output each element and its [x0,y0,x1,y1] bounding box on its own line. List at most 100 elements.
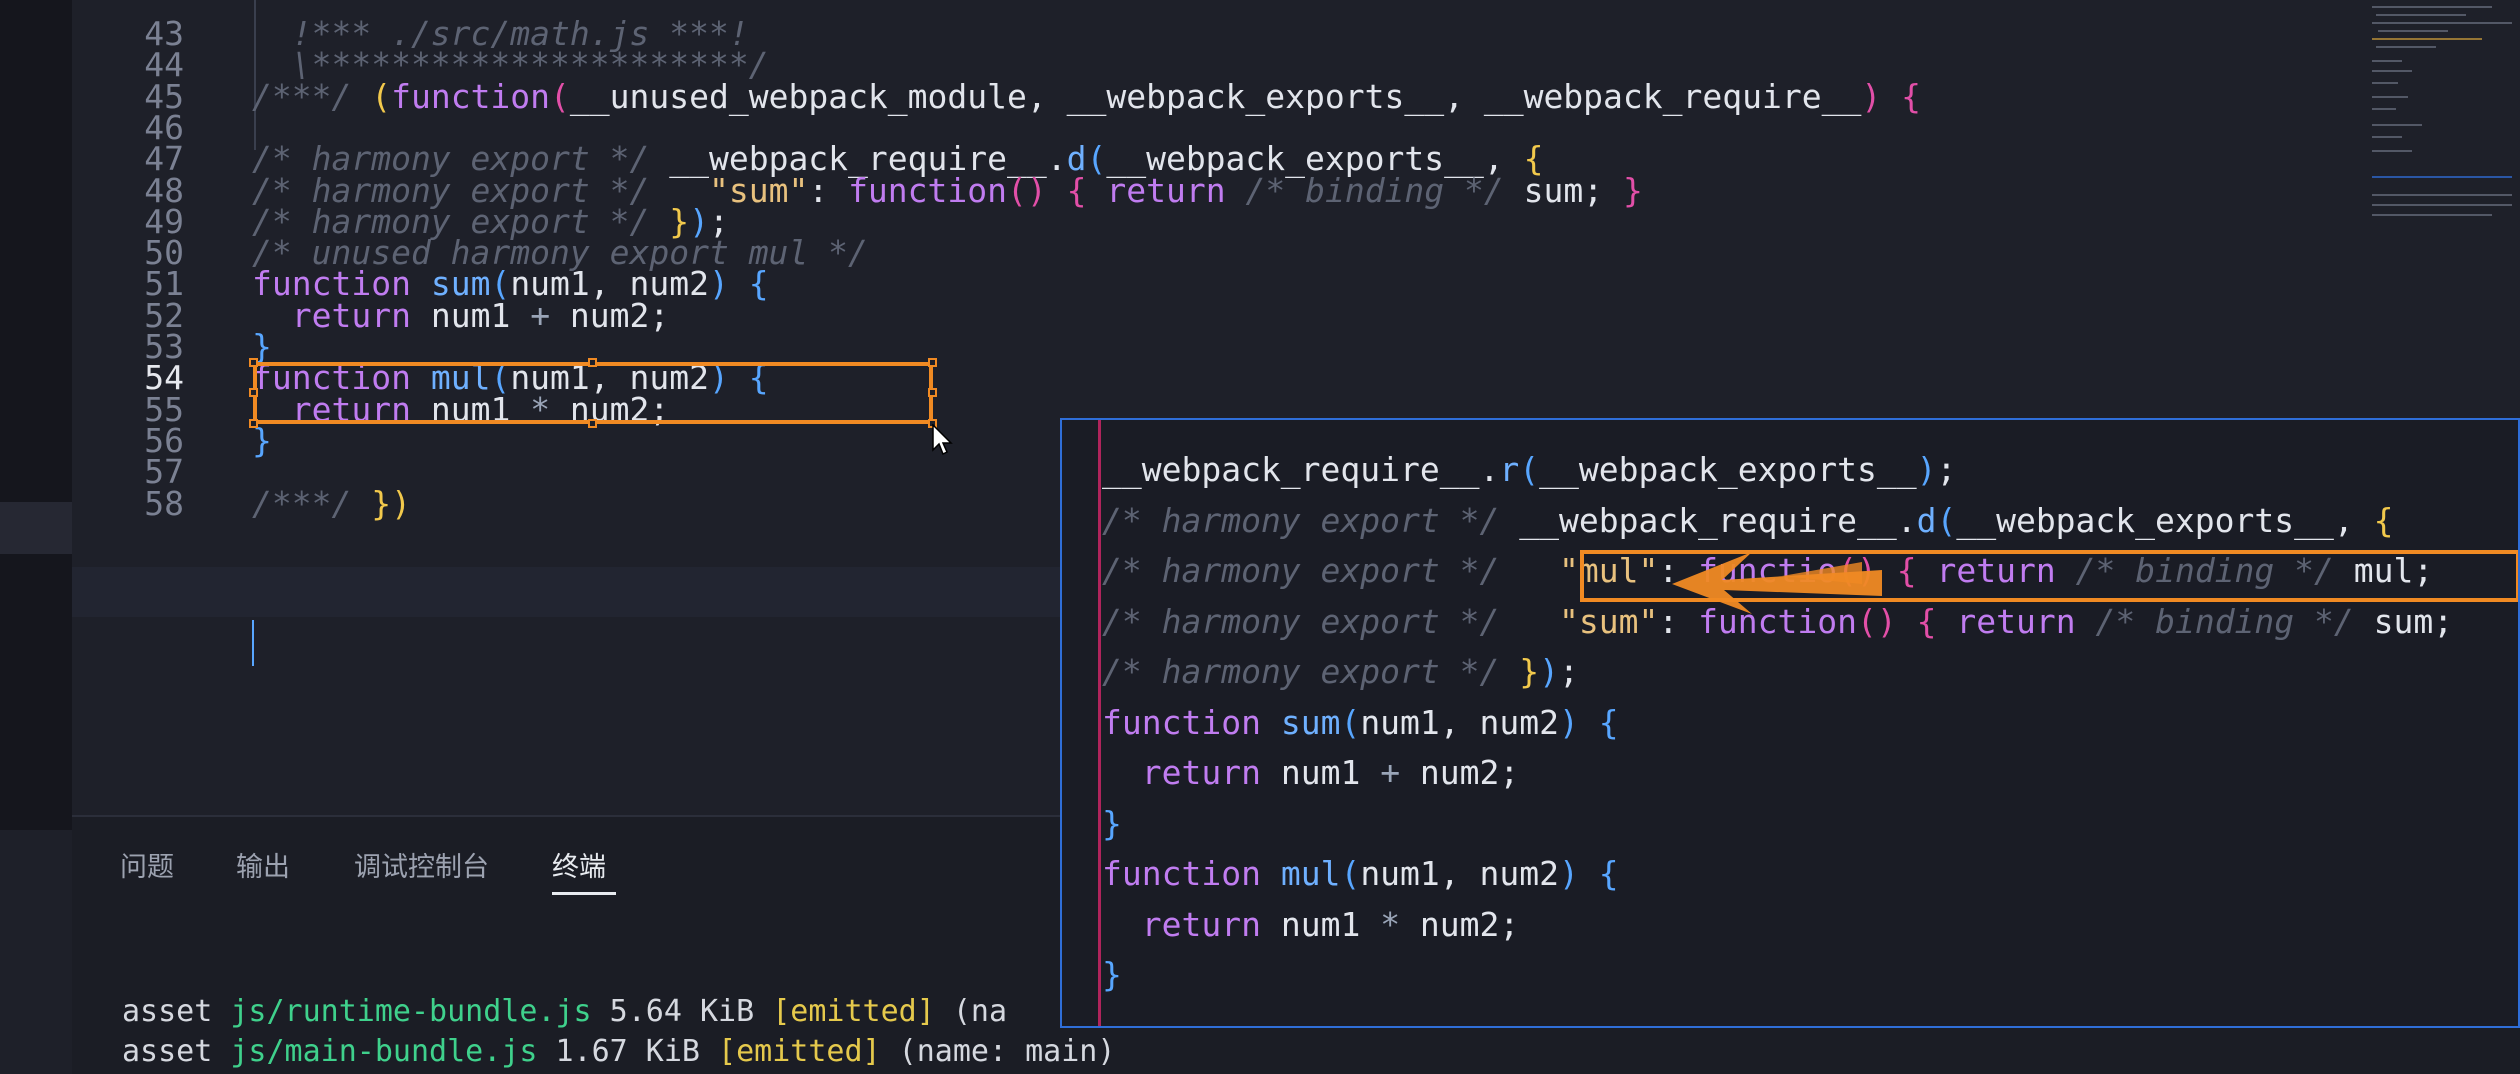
mouse-cursor-icon [932,424,953,456]
code-token: ) [1861,76,1882,116]
code-token: ) [1916,450,1937,489]
terminal-status: [emitted] [772,994,935,1029]
code-line[interactable]: 57 [72,447,2272,497]
line-number: 52 [144,295,184,335]
code-token: ; [1936,450,1957,489]
annotation-arrow-icon [1672,552,1882,614]
tab-debug-console[interactable]: 调试控制台 [354,852,489,883]
code-token: /* unused harmony export mul */ [252,233,868,273]
code-token: r [1499,450,1520,489]
code-token: ; [1558,652,1579,691]
overlay-code-line: function mul(num1, num2) { [1102,849,1619,899]
code-line[interactable]: 44 \**********************/ [72,40,2272,90]
code-token: __webpack_require__. [669,139,1067,179]
code-token: d [1066,139,1087,179]
overlay-code-line: } [1102,799,1122,849]
code-token: function [1102,702,1261,742]
tab-problems[interactable]: 问题 [120,852,174,883]
annotation-handle[interactable] [588,358,597,367]
code-token: sum [430,264,491,304]
code-text: } [252,322,272,372]
line-number: 54 [144,358,184,398]
tab-output[interactable]: 输出 [236,852,290,883]
code-token [1937,602,1957,641]
code-token: num1 [410,295,531,335]
code-line[interactable]: 46 [72,103,2272,153]
code-line[interactable]: 58 /***/ }) [72,479,2272,529]
code-token: /* harmony export */ [1102,500,1520,540]
annotation-handle[interactable] [588,419,597,428]
code-token: __webpack_require__. [1519,500,1917,540]
code-token: /* harmony export */ [1102,652,1520,691]
code-token: * [1380,904,1401,944]
code-token: /* harmony export */ [1102,551,1520,590]
annotation-handle[interactable] [928,358,937,367]
code-token: mul; [2333,551,2434,590]
annotation-handle[interactable] [249,388,258,397]
code-token: /* binding */ [1245,170,1504,210]
code-token: "mul" [1519,551,1659,590]
annotation-handle[interactable] [249,358,258,367]
code-line[interactable]: 47/* harmony export */ __webpack_require… [72,134,2272,184]
code-text: /***/ }) [252,479,411,529]
code-token: + [1380,753,1401,792]
code-line[interactable]: 49/* harmony export */ }); [72,197,2272,247]
code-line[interactable]: 56} [72,416,2272,466]
code-text: /* harmony export */ "sum": function() {… [252,166,1643,216]
minimap[interactable] [2362,0,2512,230]
code-token: ( [1936,500,1957,540]
code-token: ( [1340,854,1361,893]
code-token: function [252,264,411,304]
line-number: 58 [144,483,184,523]
code-line[interactable]: 45 /***/ (function(__unused_webpack_modul… [72,72,2272,122]
code-token: { [1066,170,1087,210]
code-text: } [252,416,272,466]
overlay-code-line: /* harmony export */ "sum": function() {… [1102,597,2453,647]
terminal-line: asset js/main-bundle.js 1.67 KiB [emitte… [122,1034,1116,1069]
code-line[interactable]: 48/* harmony export */ "sum": function()… [72,166,2272,216]
code-token: ) [709,264,729,304]
code-line[interactable]: 53} [72,322,2272,372]
code-token: function [391,76,551,116]
code-text: function sum(num1, num2) { [252,259,769,309]
code-token: ) [709,358,729,398]
code-token: } [669,201,690,241]
annotation-handle[interactable] [249,419,258,428]
code-token: num2; [1400,904,1520,944]
code-text: /* unused harmony export mul */ [252,228,868,278]
overlay-code-line: return num1 * num2; [1102,900,1520,950]
code-line[interactable]: 50 /* unused harmony export mul */ [72,228,2272,278]
activity-bar [0,0,72,830]
code-token: ( [1086,139,1107,179]
code-token: } [1102,955,1122,994]
code-token: /* binding */ [2075,551,2334,590]
line-number: 50 [144,233,184,273]
annotation-handle[interactable] [928,388,937,397]
annotation-box-unused-export [253,362,933,424]
line-number: 44 [144,45,184,85]
line-number: 46 [144,107,184,147]
code-token [1579,703,1599,742]
code-token: return [291,295,411,335]
code-token: ( [371,76,392,116]
code-token: } [252,327,272,366]
code-token: "sum" [1519,601,1659,641]
tab-terminal[interactable]: 终端 [552,852,606,883]
code-token: } [1102,803,1122,843]
code-token: ) [1559,854,1579,893]
code-line[interactable]: 43 !*** ./src/math.js ***! [72,9,2272,59]
code-token [2076,602,2096,641]
annotation-box-mul-export [1580,550,2518,602]
indent-guide [254,0,256,150]
activity-bar-selection[interactable] [0,502,72,554]
code-token: return [1106,170,1226,210]
code-token: num1 [1260,904,1381,944]
code-token: num1, num2 [1360,702,1559,742]
line-number: 45 [144,76,184,116]
code-token: __webpack_exports__ [1539,450,1917,489]
code-line[interactable]: 52 return num1 + num2; [72,291,2272,341]
code-token: : [1658,601,1699,641]
code-token: /***/ [252,483,372,523]
code-text: /***/ (function(__unused_webpack_module,… [252,72,1921,122]
